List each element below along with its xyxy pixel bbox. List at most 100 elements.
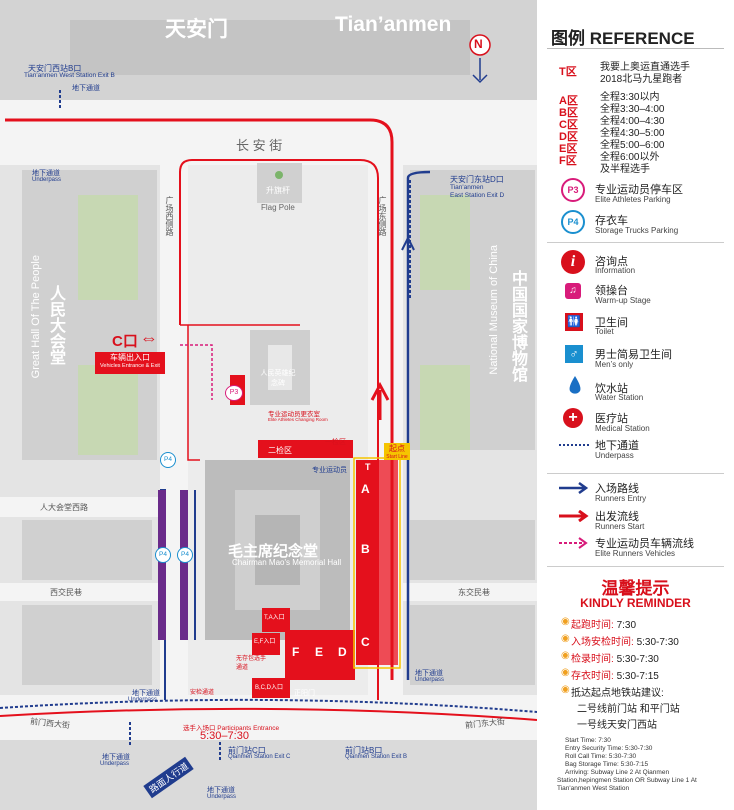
p4-storage-icon: P4 [561, 210, 585, 234]
zone-b-desc: 全程3:30–4:00 [600, 104, 665, 115]
elite-vehicle-arrow-icon [559, 537, 588, 549]
legend-elite-en: Elite Runners Vehicles [595, 549, 676, 558]
venue-map: 天安门 Tian’anmen N 天安门西站B口 Tian'anmen West… [0, 0, 537, 810]
legend-stage-label: 领操台 [595, 285, 628, 297]
reminder-subway: ◉抵达起点地铁站建议: [561, 684, 664, 699]
water-drop-icon [568, 376, 582, 396]
zone-f-label: F [292, 645, 300, 659]
memorial-hall-cn-label: 毛主席纪念堂 [228, 543, 319, 560]
museum-en-label: National Museum of China [488, 245, 500, 375]
bullet-icon: ◉ [561, 633, 570, 644]
exit-c-arrow-icon: ⇔ [140, 328, 158, 348]
flag-pole-en-label: Flag Pole [261, 203, 295, 212]
legend-info-label: 咨询点 [595, 256, 628, 268]
p4-lane2-icon: P4 [177, 547, 193, 563]
zone-t-desc: 我要上奥运直通选手 2018北马九星跑者 [600, 62, 690, 85]
legend-toilet-en: Toilet [595, 327, 614, 336]
legend-water-label: 饮水站 [595, 383, 628, 395]
legend-water-en: Water Station [595, 393, 644, 402]
legend-p4-label: 存衣车 [595, 215, 628, 227]
underpass-en-label-ne: Underpass [32, 177, 62, 183]
elite-athletes-label: 专业运动员 [312, 467, 347, 474]
reminder-en-title: KINDLY REMINDER [580, 596, 691, 610]
legend-panel: 图例 REFERENCE T区 我要上奥运直通选手 2018北马九星跑者 A区 … [537, 0, 734, 810]
toilet-icon: 🚻 [565, 313, 583, 331]
first-check-label: 一检区 [325, 439, 346, 446]
zone-c-label: C [361, 635, 370, 649]
reminder-bag-label: 存衣时间: [571, 671, 614, 682]
reminder-entry: ◉入场安检时间: 5:30-7:30 [561, 633, 679, 648]
note-arriving-3: Tian'anmen West Station [557, 785, 630, 792]
ta-entrance-label: T,A入口 [264, 615, 285, 621]
start-line-cn: 起点 [389, 444, 405, 453]
legend-p3-en: Elite Athletes Parking [595, 195, 671, 204]
mens-toilet-icon: ♂ [565, 345, 583, 363]
legend-title: 图例 REFERENCE [551, 29, 695, 48]
note-bag: Bag Storage Time: 5:30-7:15 [565, 761, 649, 768]
qianmen-b-label: 前门站B口 [345, 746, 383, 755]
zone-a-desc: 全程3:30以内 [600, 92, 660, 103]
legend-info-en: Information [595, 266, 636, 275]
participants-entrance-label: 选手入场口 Participants Entrance [183, 725, 280, 732]
reminder-rollcall: ◉检录时间: 5:30-7:30 [561, 650, 659, 665]
bullet-icon: ◉ [561, 650, 570, 661]
legend-divider-2 [547, 242, 724, 243]
tiananmen-cn-label: 天安门 [165, 18, 228, 41]
memorial-hall-en-label: Chairman Mao's Memorial Hall [232, 558, 342, 567]
legend-men-en: Men’s only [595, 360, 634, 369]
security-label: 安检通道 [190, 690, 215, 696]
monument-label: 人民英雄纪念碑 [260, 370, 296, 387]
reminder-start-value: 7:30 [616, 620, 637, 631]
zone-d-desc: 全程4:30–5:00 [600, 128, 665, 139]
zone-b-label: B [361, 542, 370, 556]
reminder-cn-title: 温馨提示 [601, 579, 670, 598]
reminder-subway-label: 抵达起点地铁站建议: [571, 688, 664, 699]
north-icon: N [474, 37, 483, 51]
ef-entrance-label: E,F入口 [254, 639, 276, 645]
entrance-time-label: 5:30–7:30 [200, 730, 249, 742]
medical-icon: + [563, 408, 583, 428]
east-station-en1-label: Tian'anmen [450, 184, 484, 191]
underpass-label-nw: 地下通道 [72, 85, 100, 92]
legend-divider-4 [547, 566, 724, 567]
reminder-bag: ◉存衣时间: 5:30-7:15 [561, 667, 659, 682]
legend-elite-label: 专业运动员车辆流线 [595, 538, 694, 550]
legend-medical-en: Medical Station [595, 424, 650, 433]
zone-d-label: D [338, 645, 347, 659]
underpass-en-label-se: Underpass [415, 677, 445, 683]
qianmen-c-label: 前门站C口 [228, 746, 266, 755]
reminder-rollcall-value: 5:30-7:30 [616, 654, 659, 665]
reminder-start: ◉起跑时间: 7:30 [561, 616, 637, 631]
bullet-icon: ◉ [561, 667, 570, 678]
warmup-stage-icon: ♫ [565, 283, 581, 299]
legend-entry-en: Runners Entry [595, 494, 647, 503]
start-line-en: Start Line [386, 454, 408, 460]
zone-t-label: T [365, 462, 371, 472]
note-start: Start Time: 7:30 [565, 737, 611, 744]
reminder-entry-value: 5:30-7:30 [636, 637, 679, 648]
legend-start-label: 出发流线 [595, 511, 639, 523]
underpass-label-se: 地下通道 [415, 670, 443, 677]
east-road-label: 广场东侧路 [378, 196, 387, 236]
xijiaomin-lane-label: 西交民巷 [50, 588, 82, 597]
note-entry: Entry Security Time: 5:30-7:30 [565, 745, 653, 752]
legend-underpass-en: Underpass [595, 451, 634, 460]
exit-c-label: C口 [112, 333, 138, 350]
legend-entry-label: 入场路线 [595, 483, 639, 495]
legend-medical-label: 医疗站 [595, 413, 628, 425]
flag-pole-cn-label: 升旗杆 [266, 186, 290, 195]
legend-toilet-label: 卫生间 [595, 317, 628, 329]
zone-e-tag: E区 [559, 143, 578, 155]
great-hall-en-label: Great Hall Of The People [30, 255, 42, 379]
zhengyangmen-label: 正阳门 [294, 690, 315, 697]
qianmen-c-en-label: Qianmen Station Exit C [228, 754, 291, 760]
p4-west-icon: P4 [160, 452, 176, 468]
underpass-label-ne: 地下通道 [32, 170, 60, 177]
bcd-entrance-label: B,C,D入口 [255, 685, 284, 691]
zone-a-label: A [361, 482, 370, 496]
map-base-graphics [0, 0, 537, 810]
underpass-en-label-sw: Underpass [128, 697, 158, 703]
museum-cn-label: 中国国家博物馆 [509, 270, 526, 382]
zone-e-desc: 全程5:00–6:00 [600, 140, 665, 151]
vehicle-entrance-cn: 车辆出入口 [110, 353, 150, 362]
